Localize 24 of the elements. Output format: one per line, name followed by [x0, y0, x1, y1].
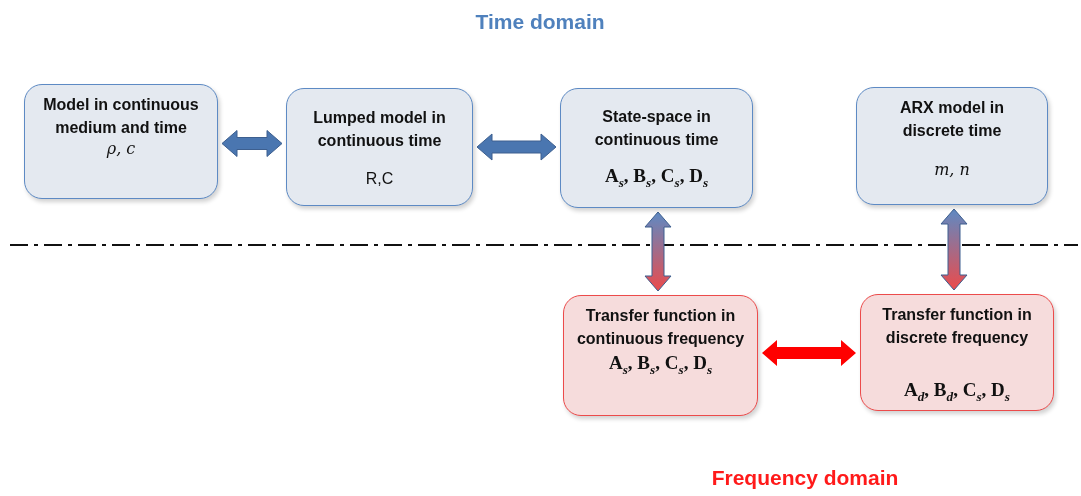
parameter-list: A$_{s}$, B$_{s}$, C$_{s}$, D$_{s}$: [604, 165, 709, 192]
box-title: Transfer function in discrete frequency: [881, 305, 1033, 349]
parameter-list: ρ, c: [106, 139, 136, 159]
double-arrow: [940, 208, 968, 291]
model-box: [286, 88, 473, 206]
double-arrow: [644, 211, 672, 292]
model-box: [563, 295, 758, 416]
model-box: [24, 84, 218, 199]
box-title: Lumped model in continuous time: [312, 107, 447, 151]
double-arrow: [762, 340, 856, 366]
box-title: Transfer function in continuous frequency: [575, 306, 746, 350]
parameter-list: m, n: [934, 160, 970, 180]
domain-heading: Frequency domain: [711, 466, 899, 490]
double-arrow: [476, 133, 557, 161]
domain-heading: Time domain: [475, 10, 605, 34]
double-arrow: [221, 130, 283, 157]
box-title: State-space in continuous time: [593, 106, 720, 151]
parameter-list: A$_{s}$, B$_{s}$, C$_{s}$, D$_{s}$: [608, 352, 713, 379]
model-box: [856, 87, 1048, 205]
parameter-list: A$_{d}$, B$_{d}$, C$_{s}$, D$_{s}$: [903, 379, 1011, 406]
box-title: ARX model in discrete time: [899, 98, 1005, 142]
parameter-list: R,C: [365, 170, 394, 189]
model-box: [860, 294, 1054, 411]
model-box: [560, 88, 753, 208]
